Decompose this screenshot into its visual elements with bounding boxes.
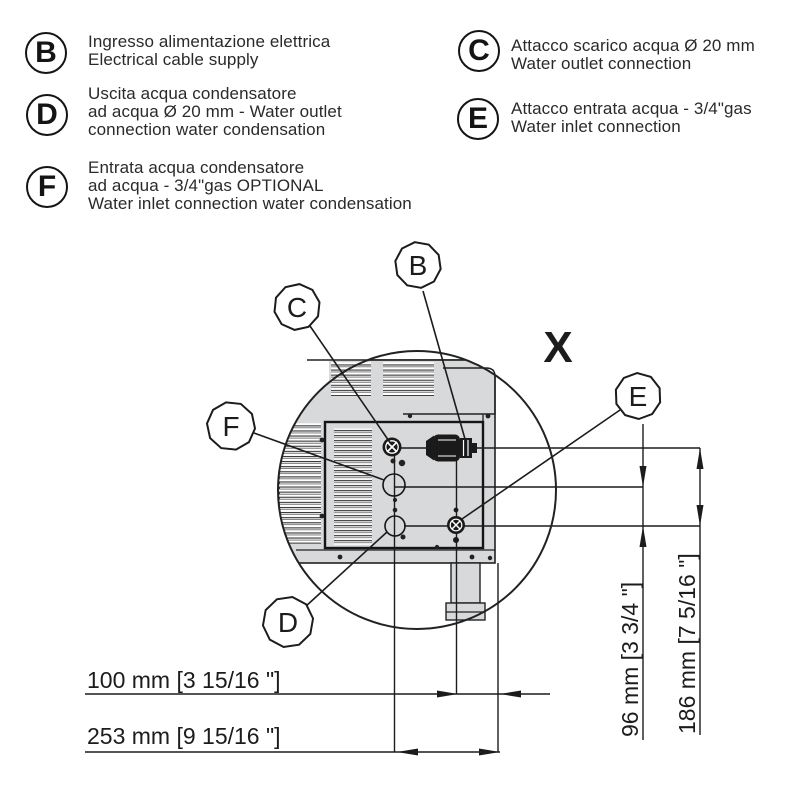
detail-view-label: X xyxy=(543,323,572,372)
port-d-condenser-outlet xyxy=(384,515,406,537)
legend-badge-e: E xyxy=(457,98,499,140)
legend-badge-b: B xyxy=(25,32,67,74)
legend-text-f: Entrata acqua condensatore ad acqua - 3/… xyxy=(88,158,412,214)
balloon-label-b: B xyxy=(409,250,428,281)
legend-badge-c: C xyxy=(458,30,500,72)
legend-text-e: Attacco entrata acqua - 3/4"gas Water in… xyxy=(511,99,752,137)
dim-253mm: 253 mm [9 15/16 "] xyxy=(87,723,281,749)
legend-text-b: Ingresso alimentazione elettrica Electri… xyxy=(88,32,331,70)
port-c-water-outlet xyxy=(382,437,402,457)
dimension-arrows xyxy=(397,448,704,756)
leader-c xyxy=(309,325,392,445)
balloon-d xyxy=(261,596,315,648)
leader-e xyxy=(461,409,621,520)
balloon-label-c: C xyxy=(287,292,307,323)
inner-vent-grille xyxy=(334,428,372,545)
leader-d xyxy=(304,531,388,608)
legend-text-c: Attacco scarico acqua Ø 20 mm Water outl… xyxy=(511,36,755,74)
legend-badge-f: F xyxy=(26,166,68,208)
balloon-c xyxy=(273,283,321,331)
callout-balloons xyxy=(205,241,662,648)
dim-186mm: 186 mm [7 5/16 "] xyxy=(674,553,700,734)
balloon-label-d: D xyxy=(278,607,298,638)
balloon-e xyxy=(614,371,662,421)
balloon-f xyxy=(205,401,257,451)
pedestal-foot xyxy=(445,562,486,621)
leader-lines xyxy=(253,290,621,608)
left-vent-grille xyxy=(278,423,321,544)
dim-100mm: 100 mm [3 15/16 "] xyxy=(87,667,281,693)
port-b-cable-gland xyxy=(426,434,477,462)
port-f-condenser-inlet xyxy=(382,473,406,497)
balloon-label-e: E xyxy=(629,381,648,412)
leader-b xyxy=(422,290,466,440)
legend-text-d: Uscita acqua condensatore ad acqua Ø 20 … xyxy=(88,84,342,140)
detail-view-circle xyxy=(277,350,557,630)
machine-rear-panel xyxy=(278,359,496,621)
leader-f xyxy=(253,432,385,481)
top-vent-grille-right xyxy=(383,362,434,396)
balloon-label-f: F xyxy=(222,411,239,442)
legend-badge-d: D xyxy=(26,94,68,136)
port-e-water-inlet xyxy=(447,507,465,543)
balloon-b xyxy=(394,241,442,289)
dim-96mm: 96 mm [3 3/4 "] xyxy=(617,582,643,737)
